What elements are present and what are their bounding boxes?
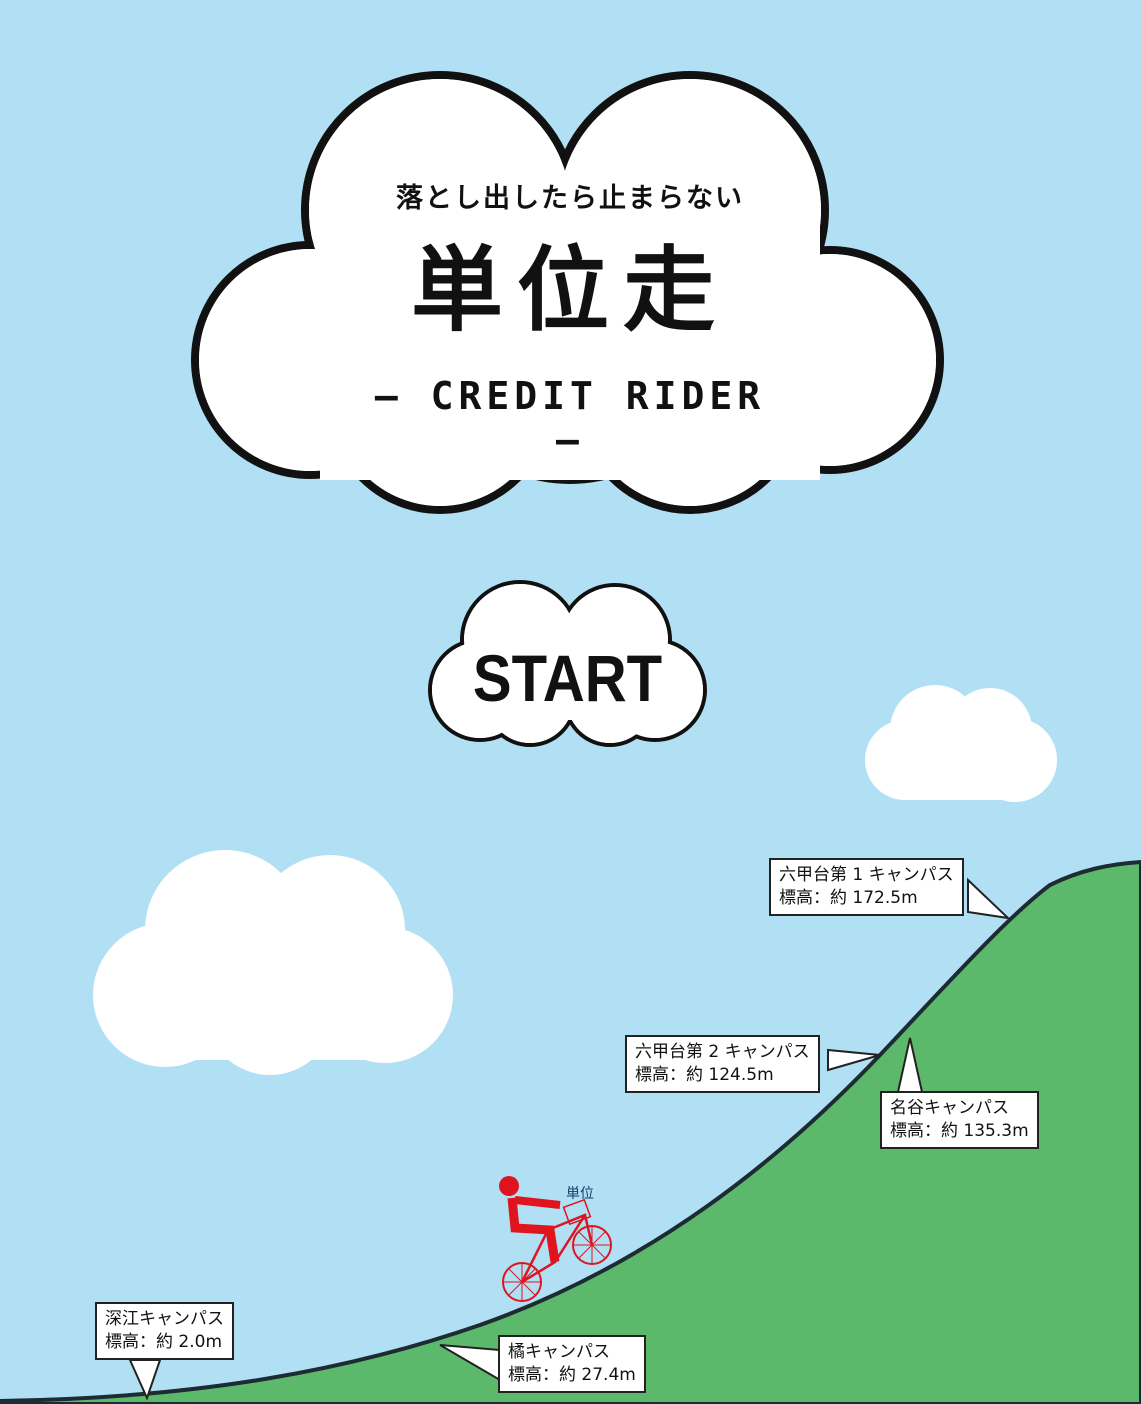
game-subtitle: — CREDIT RIDER — (374, 374, 766, 462)
campus-elevation: 標高：約 135.3m (890, 1121, 1029, 1141)
hill (0, 859, 1141, 1404)
callout-pointers (128, 877, 1011, 1401)
campus-label-fukae: 深江キャンパス 標高：約 2.0m (95, 1302, 234, 1360)
campus-elevation: 標高：約 124.5m (635, 1065, 774, 1085)
campus-label-tachibana: 橘キャンパス 標高：約 27.4m (498, 1335, 646, 1393)
campus-label-myodani: 名谷キャンパス 標高：約 135.3m (880, 1091, 1039, 1149)
campus-elevation: 標高：約 172.5m (779, 888, 918, 908)
campus-name: 名谷キャンパス (890, 1098, 1009, 1118)
large-cloud (93, 850, 453, 1075)
basket-text: 単位 (566, 1186, 594, 1202)
rider-bicycle (499, 1176, 612, 1302)
campus-label-rokkodai-1: 六甲台第 1 キャンパス 標高：約 172.5m (769, 858, 964, 916)
campus-label-rokkodai-2: 六甲台第 2 キャンパス 標高：約 124.5m (625, 1035, 820, 1093)
small-cloud (865, 685, 1057, 802)
campus-name: 橘キャンパス (508, 1342, 610, 1362)
campus-name: 六甲台第 1 キャンパス (779, 865, 954, 885)
tagline: 落とし出したら止まらない (396, 183, 744, 214)
campus-name: 深江キャンパス (105, 1309, 224, 1329)
game-title: 単位走 (410, 237, 729, 344)
start-cloud[interactable] (428, 580, 707, 747)
campus-name: 六甲台第 2 キャンパス (635, 1042, 810, 1062)
campus-elevation: 標高：約 27.4m (508, 1365, 636, 1385)
start-button[interactable]: START (472, 641, 663, 715)
campus-elevation: 標高：約 2.0m (105, 1332, 222, 1352)
title-cloud (191, 71, 944, 514)
